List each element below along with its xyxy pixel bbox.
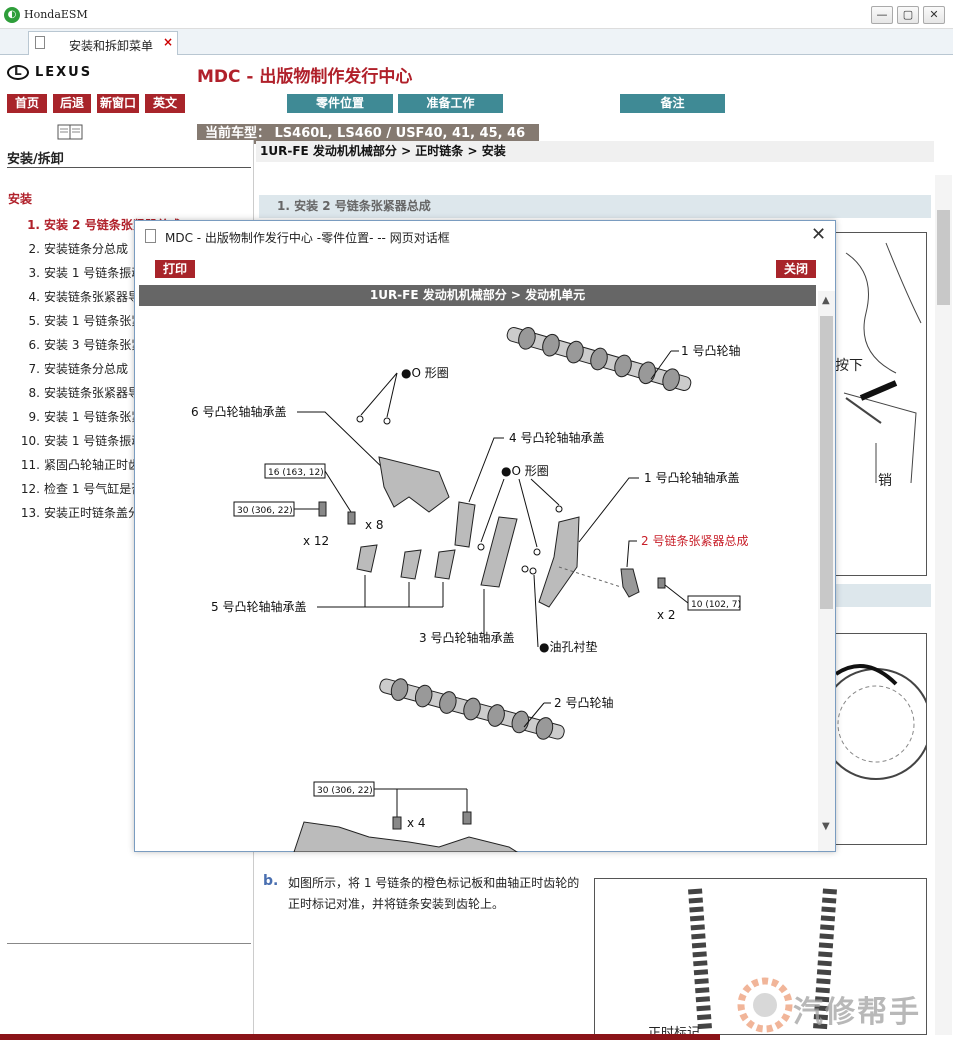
dialog-close-button[interactable]: 关闭 bbox=[776, 260, 816, 278]
document-icon bbox=[35, 36, 45, 49]
label-tensioner-2: 2 号链条张紧器总成 bbox=[641, 533, 748, 548]
main-scrollbar[interactable] bbox=[935, 175, 952, 1035]
back-button[interactable]: 后退 bbox=[53, 94, 91, 113]
label-oring-top: ●O 形圈 bbox=[401, 366, 449, 380]
lexus-logo: LEXUS bbox=[7, 64, 103, 82]
page-title: MDC - 出版物制作发行中心 bbox=[197, 67, 413, 87]
label-cap-1: 1 号凸轮轴轴承盖 bbox=[644, 470, 739, 485]
sidebar-section-install[interactable]: 安装 bbox=[8, 192, 33, 206]
section-heading: 1. 安装 2 号链条张紧器总成 bbox=[259, 195, 931, 218]
book-icon[interactable] bbox=[57, 124, 87, 140]
parts-location-button[interactable]: 零件位置 bbox=[287, 94, 393, 113]
brand-wordmark: LEXUS bbox=[35, 65, 93, 80]
step-b-text: 如图所示，将 1 号链条的橙色标记板和曲轴正时齿轮的正时标记对准，并将链条安装到… bbox=[288, 876, 580, 911]
label-x2: x 2 bbox=[657, 608, 676, 622]
camshaft-2 bbox=[379, 678, 565, 740]
tab-close-icon[interactable]: × bbox=[163, 35, 174, 49]
maximize-button[interactable]: ▢ bbox=[897, 6, 919, 24]
label-cap-5: 5 号凸轮轴轴承盖 bbox=[211, 599, 306, 614]
home-button[interactable]: 首页 bbox=[7, 94, 47, 113]
main-scrollbar-thumb[interactable] bbox=[937, 210, 950, 305]
illustration-chain-gear bbox=[835, 633, 927, 845]
document-icon bbox=[145, 229, 156, 243]
label-torque-16: 16 (163, 12) bbox=[268, 468, 324, 478]
sidebar-step-8[interactable]: 8.安装链条张紧器导板 bbox=[28, 386, 153, 400]
label-cap-6: 6 号凸轮轴轴承盖 bbox=[191, 404, 286, 419]
app-logo-icon: ◐ bbox=[4, 7, 20, 23]
dialog-heading: 1UR-FE 发动机机械部分 > 发动机单元 bbox=[139, 285, 816, 306]
bottom-accent-bar bbox=[0, 1034, 720, 1040]
parts-location-dialog: MDC - 出版物制作发行中心 -零件位置- -- 网页对话框 ✕ 打印 关闭 … bbox=[134, 220, 836, 852]
label-torque-10: 10 (102, 7) bbox=[691, 600, 741, 610]
label-press: 按下 bbox=[835, 358, 863, 374]
label-camshaft-1: 1 号凸轮轴 bbox=[681, 343, 740, 358]
dialog-close-icon[interactable]: ✕ bbox=[811, 224, 827, 245]
current-vehicle-bar: 当前车型： LS460L, LS460 / USF40, 41, 45, 46 bbox=[197, 124, 539, 144]
tab-label: 安装和拆卸菜单 bbox=[69, 39, 154, 53]
dialog-titlebar: MDC - 出版物制作发行中心 -零件位置- -- 网页对话框 ✕ bbox=[135, 221, 835, 251]
divider bbox=[7, 943, 251, 944]
label-torque-30b: 30 (306, 22) bbox=[317, 786, 373, 796]
scroll-down-icon[interactable]: ▼ bbox=[822, 821, 830, 832]
dialog-scrollbar-thumb[interactable] bbox=[820, 316, 833, 609]
notes-button[interactable]: 备注 bbox=[620, 94, 725, 113]
section-heading-2 bbox=[820, 584, 931, 607]
label-pin: 销 bbox=[878, 473, 892, 489]
watermark-gear-icon bbox=[737, 977, 793, 1033]
label-oring-mid: ●O 形圈 bbox=[501, 464, 549, 478]
sidebar-title: 安装/拆卸 bbox=[7, 152, 64, 167]
watermark: 汽修帮手 bbox=[735, 973, 953, 1035]
label-camshaft-2: 2 号凸轮轴 bbox=[554, 695, 613, 710]
sidebar-step-4[interactable]: 4.安装链条张紧器导板 bbox=[28, 290, 153, 304]
label-x4: x 4 bbox=[407, 816, 426, 830]
minimize-button[interactable]: — bbox=[871, 6, 893, 24]
watermark-text: 汽修帮手 bbox=[793, 995, 921, 1030]
label-x8: x 8 bbox=[365, 518, 384, 532]
english-button[interactable]: 英文 bbox=[145, 94, 185, 113]
window-titlebar: ◐ HondaESM — ▢ ✕ bbox=[0, 0, 953, 29]
tab-strip: 安装和拆卸菜单 × bbox=[0, 29, 953, 55]
label-torque-30a: 30 (306, 22) bbox=[237, 506, 293, 516]
preparation-button[interactable]: 准备工作 bbox=[398, 94, 503, 113]
label-cap-4: 4 号凸轮轴轴承盖 bbox=[509, 430, 604, 445]
label-cap-3: 3 号凸轮轴轴承盖 bbox=[419, 630, 514, 645]
print-button[interactable]: 打印 bbox=[155, 260, 195, 278]
app-title: HondaESM bbox=[24, 8, 88, 21]
label-x12: x 12 bbox=[303, 534, 329, 548]
new-window-button[interactable]: 新窗口 bbox=[97, 94, 139, 113]
tab-install-menu[interactable]: 安装和拆卸菜单 × bbox=[28, 31, 178, 55]
scroll-up-icon[interactable]: ▲ bbox=[822, 295, 830, 306]
engine-parts-diagram: 1 号凸轮轴 ●O 形圈 6 号凸轮轴轴承盖 16 (163, 12) x 8 … bbox=[191, 327, 748, 852]
breadcrumb: 1UR-FE 发动机机械部分 > 正时链条 > 安装 bbox=[256, 141, 934, 162]
dialog-title: MDC - 出版物制作发行中心 -零件位置- -- 网页对话框 bbox=[165, 231, 450, 245]
label-oil-gasket: ●油孔衬垫 bbox=[539, 639, 597, 654]
step-b-marker: b. bbox=[263, 873, 279, 889]
window-close-button[interactable]: ✕ bbox=[923, 6, 945, 24]
lexus-emblem-icon bbox=[7, 64, 29, 80]
illustration-tensioner bbox=[835, 232, 927, 576]
divider bbox=[7, 167, 251, 168]
camshaft-1 bbox=[506, 327, 692, 391]
